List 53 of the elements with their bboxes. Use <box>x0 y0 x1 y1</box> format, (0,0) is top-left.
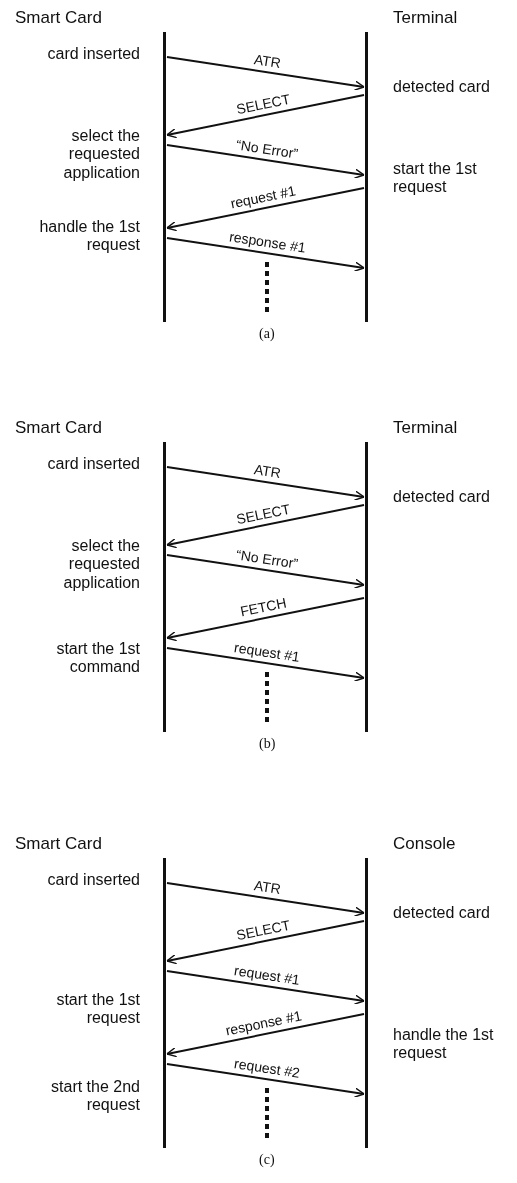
panel-caption: (a) <box>259 326 275 342</box>
message-arrow <box>166 597 365 642</box>
event-note: start the 2nd request <box>50 1078 140 1115</box>
event-note: select the requested application <box>62 537 140 593</box>
participant-label: Smart Card <box>15 834 102 854</box>
message-arrow <box>166 94 365 139</box>
event-note: start the 1st request <box>393 160 478 197</box>
message-arrow <box>166 970 365 1005</box>
participant-label: Terminal <box>393 418 458 438</box>
message-arrow <box>166 647 365 682</box>
panel-caption: (c) <box>259 1152 275 1168</box>
edge-label: FETCH <box>238 594 288 620</box>
edge-label: request #1 <box>233 639 302 665</box>
edge-label: request #1 <box>229 182 298 212</box>
panel-caption: (b) <box>259 736 276 752</box>
participant-label: Smart Card <box>15 418 102 438</box>
participant-label: Console <box>393 834 456 854</box>
edge-label: response #1 <box>227 228 307 256</box>
event-note: handle the 1st request <box>38 218 140 255</box>
message-arrow <box>166 237 365 272</box>
message-arrow <box>166 187 365 232</box>
message-arrow <box>166 1013 365 1058</box>
edge-label: ATR <box>252 461 282 482</box>
edge-label: response #1 <box>224 1007 303 1039</box>
event-note: start the 1st command <box>55 640 140 677</box>
message-arrow <box>166 504 365 549</box>
participant-label: Terminal <box>393 8 458 28</box>
event-note: card inserted <box>46 455 140 474</box>
edge-label: ATR <box>252 877 282 898</box>
edge-label: “No Error” <box>235 136 300 162</box>
message-arrow <box>166 466 365 501</box>
message-arrow <box>166 1063 365 1098</box>
edge-label: request #2 <box>233 1055 302 1081</box>
message-arrow <box>166 920 365 965</box>
message-arrow <box>166 882 365 917</box>
message-arrow <box>166 56 365 91</box>
event-note: handle the 1st request <box>393 1026 495 1063</box>
edge-label: SELECT <box>235 500 292 528</box>
edge-label: request #1 <box>233 962 302 988</box>
edge-label: SELECT <box>235 90 292 118</box>
event-note: detected card <box>393 488 491 507</box>
event-note: start the 1st request <box>55 991 140 1028</box>
message-arrow <box>166 554 365 589</box>
event-note: detected card <box>393 78 491 97</box>
event-note: card inserted <box>46 871 140 890</box>
event-note: detected card <box>393 904 491 923</box>
edge-label: SELECT <box>235 916 292 944</box>
message-arrow <box>166 144 365 179</box>
edge-label: ATR <box>252 51 282 72</box>
participant-label: Smart Card <box>15 8 102 28</box>
event-note: card inserted <box>46 45 140 64</box>
event-note: select the requested application <box>62 127 140 183</box>
edge-label: “No Error” <box>235 546 300 572</box>
